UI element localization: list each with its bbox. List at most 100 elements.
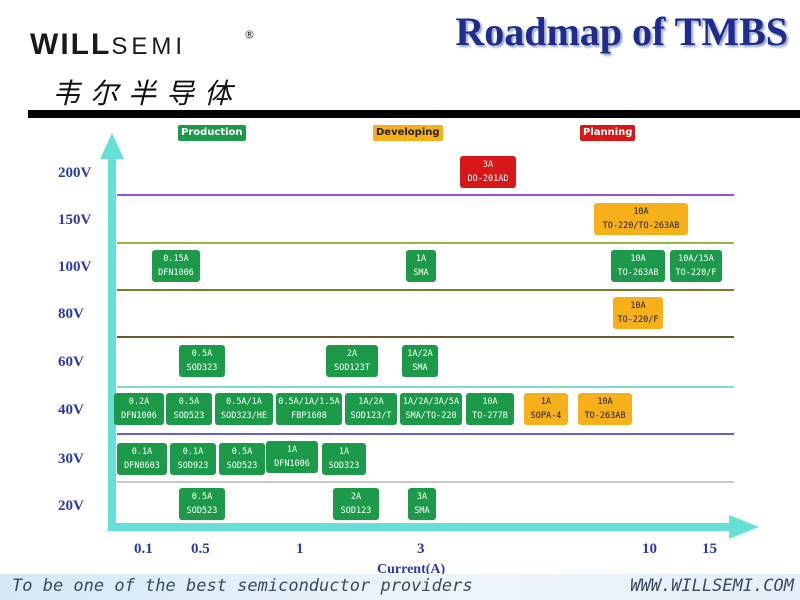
- x-axis-arrowhead: [729, 515, 759, 539]
- legend-planning: Planning: [580, 125, 636, 141]
- product-current: 0.5A: [191, 492, 213, 502]
- product-current: 0.5A: [231, 447, 253, 457]
- legend-developing: Developing: [373, 125, 443, 141]
- product-package: SOD523: [186, 506, 218, 516]
- y-label-200v: 200V: [58, 165, 92, 181]
- x-tick-10: 10: [642, 541, 657, 557]
- product-package: SOD523: [173, 411, 205, 421]
- page-title: Roadmap of TMBS: [455, 9, 788, 54]
- product-box: 0.2A DFN1006: [114, 393, 164, 425]
- product-package: SOPA-4: [530, 411, 562, 421]
- product-current: 1A/2A/3A/5A: [402, 397, 460, 407]
- product-package: DO-201AD: [467, 174, 509, 184]
- product-current: 1A: [286, 445, 298, 455]
- product-box: 10A TO-277B: [466, 393, 514, 425]
- product-box: 1A/2A SOD123/T: [345, 393, 397, 425]
- x-tick-0-1: 0.1: [134, 541, 153, 557]
- product-package: SMA/TO-220: [405, 411, 457, 421]
- product-current: 10A: [482, 397, 498, 407]
- footer-bar: To be one of the best semiconductor prov…: [0, 574, 800, 600]
- product-package: TO-277B: [472, 411, 508, 421]
- product-package: FBP1608: [291, 411, 327, 421]
- product-current: 0.15A: [163, 254, 189, 264]
- product-package: DFN1006: [121, 411, 157, 421]
- company-logo: WILLSEMI ® 韦尔半导体: [30, 28, 260, 110]
- y-label-40v: 40V: [58, 402, 84, 418]
- product-package: TO-220/TO-263AB: [602, 221, 680, 231]
- logo-chinese-name: 韦尔半导体: [52, 77, 243, 110]
- product-current: 1A: [338, 447, 350, 457]
- legend-production: Production: [178, 125, 246, 141]
- product-package: SMA: [413, 268, 429, 278]
- product-box: 10A TO-263AB: [578, 393, 632, 425]
- product-package: SMA: [414, 506, 430, 516]
- product-current: 10A: [633, 207, 649, 217]
- product-package: TO-220/F: [617, 315, 659, 325]
- logo-wordmark: WILLSEMI: [30, 28, 186, 61]
- product-box: 0.5A SOD323: [179, 345, 225, 377]
- product-current: 0.2A: [128, 397, 150, 407]
- row-line-100v: [117, 289, 734, 291]
- product-box: 0.5A SOD523: [179, 488, 225, 520]
- product-current: 10A: [630, 301, 646, 311]
- y-axis-arrowhead: [100, 133, 124, 159]
- product-package: SOD123: [340, 506, 372, 516]
- product-current: 0.1A: [131, 447, 153, 457]
- x-tick-1: 1: [296, 541, 304, 557]
- product-current: 10A: [597, 397, 613, 407]
- product-current: 10A: [630, 254, 646, 264]
- product-current: 1A: [540, 397, 552, 407]
- y-label-60v: 60V: [58, 354, 84, 370]
- y-label-150v: 150V: [58, 212, 92, 228]
- product-box: 0.5A SOD523: [166, 393, 212, 425]
- product-current: 10A/15A: [678, 254, 714, 264]
- product-current: 3A: [416, 492, 428, 502]
- product-package: TO-263AB: [584, 411, 626, 421]
- product-current: 0.5A: [191, 349, 213, 359]
- footer-website-url: WWW.WILLSEMI.COM: [630, 576, 794, 596]
- product-package: TO-263AB: [617, 268, 659, 278]
- product-box: 2A SOD123: [333, 488, 379, 520]
- product-box: 1A/2A/3A/5A SMA/TO-220: [400, 393, 462, 425]
- product-box: 3A SMA: [408, 488, 436, 520]
- product-box: 1A SMA: [406, 250, 436, 282]
- y-label-100v: 100V: [58, 259, 92, 275]
- y-axis: [108, 155, 116, 527]
- x-tick-0-5: 0.5: [191, 541, 210, 557]
- product-box: 10A/15A TO-220/F: [670, 250, 722, 282]
- product-box: 10A TO-263AB: [611, 250, 665, 282]
- registered-mark: ®: [244, 28, 255, 41]
- product-package: SOD123T: [334, 363, 370, 373]
- y-label-20v: 20V: [58, 498, 84, 514]
- product-current: 0.5A: [178, 397, 200, 407]
- product-current: 1A: [415, 254, 427, 264]
- row-line-80v: [117, 336, 734, 338]
- product-current: 2A: [350, 492, 362, 502]
- product-package: DFN1006: [274, 459, 310, 469]
- product-box: 0.1A DFN0603: [117, 443, 167, 475]
- row-line-60v: [117, 386, 734, 388]
- product-package: SOD323/HE: [220, 411, 268, 421]
- row-line-150v: [117, 242, 734, 244]
- product-box: 1A DFN1006: [266, 441, 318, 473]
- product-package: SOD323: [186, 363, 218, 373]
- header-divider: [28, 110, 800, 118]
- product-package: TO-220/F: [675, 268, 717, 278]
- x-tick-15: 15: [702, 541, 717, 557]
- product-package: DFN0603: [124, 461, 160, 471]
- product-package: SOD523: [226, 461, 258, 471]
- product-current: 1A/2A: [358, 397, 384, 407]
- product-package: SMA: [412, 363, 428, 373]
- product-package: SOD123/T: [350, 411, 392, 421]
- product-box: 10A TO-220/TO-263AB: [594, 203, 688, 235]
- x-axis: [108, 523, 731, 531]
- product-package: SOD923: [177, 461, 209, 471]
- product-box: 0.5A SOD523: [219, 443, 265, 475]
